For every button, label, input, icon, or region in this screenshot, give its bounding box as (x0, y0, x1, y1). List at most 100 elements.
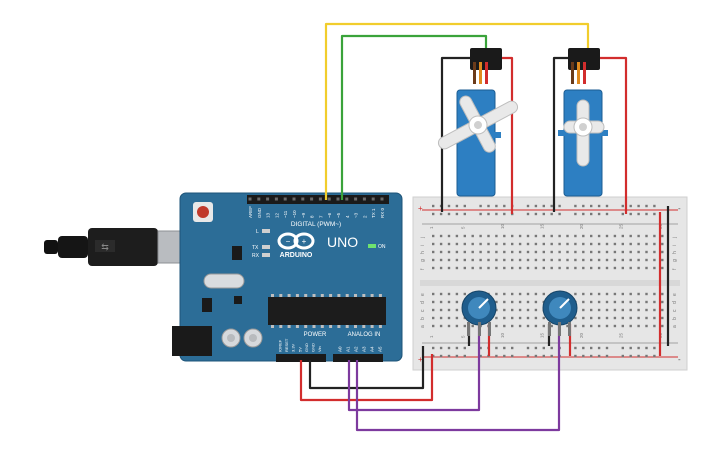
row-letter: c (420, 309, 426, 312)
digital-pin-label: 7 (318, 215, 323, 218)
power-pin-label: GND (311, 343, 316, 352)
digital-pin-label: ~6 (327, 212, 332, 218)
row-letter: d (420, 301, 426, 304)
atmega-chip (268, 297, 386, 325)
analog-header (333, 354, 383, 362)
digital-pin-label: ~11 (283, 210, 288, 218)
analog-pin-label: A0 (338, 346, 343, 352)
digital-pin-label: 13 (266, 212, 271, 218)
power-header (276, 354, 326, 362)
power-pin-label: GND (304, 343, 309, 352)
column-number: 1 (429, 226, 434, 229)
wire-red-servo-1 (498, 56, 514, 214)
digital-pin-label: 4 (345, 215, 350, 218)
analog-label: ANALOG IN (348, 332, 381, 338)
digital-pin-label: 8 (310, 215, 315, 218)
row-letter: e (672, 293, 678, 296)
l-label: L (256, 229, 259, 235)
uno-label: UNO (327, 234, 358, 250)
column-number: 25 (619, 332, 624, 338)
row-letter: i (672, 245, 678, 246)
digital-pin-label: 2 (362, 215, 367, 218)
servo-1-horn (437, 95, 519, 153)
digital-label: DIGITAL (PWM~) (291, 221, 341, 228)
digital-pin-label: ~9 (301, 212, 306, 218)
wire-green (340, 34, 488, 200)
wire-black-servo-1 (440, 56, 474, 212)
wire-black-gnd (308, 346, 425, 390)
row-letter: e (420, 293, 426, 296)
wire-purple-a0 (347, 324, 481, 412)
row-letter: b (672, 317, 678, 320)
power-pin-label: 3.3V (291, 343, 296, 352)
row-letter: c (672, 309, 678, 312)
row-letter: g (672, 259, 678, 262)
power-pin-label: Vin (317, 346, 322, 352)
row-letter: f (420, 268, 426, 270)
wire-red-5v (299, 354, 434, 402)
digital-pin-label: ~10 (292, 210, 297, 218)
analog-pin-label: A2 (354, 346, 359, 352)
potentiometer-2[interactable] (542, 290, 578, 336)
servo-2[interactable] (558, 48, 608, 197)
servo-1[interactable] (424, 48, 531, 197)
plus-label-top: + (418, 204, 423, 213)
svg-text:⇆: ⇆ (101, 242, 109, 252)
row-letter: a (420, 325, 426, 328)
row-letter: j (420, 237, 426, 239)
power-pin-label: RESET (284, 338, 289, 352)
row-letter: f (672, 268, 678, 270)
row-letter: g (420, 259, 426, 262)
analog-pin-label: A3 (362, 346, 367, 352)
column-number: 10 (500, 332, 505, 338)
svg-text:−: − (286, 237, 291, 246)
row-letter: d (672, 301, 678, 304)
tx-label: TX (252, 245, 259, 251)
column-number: 20 (579, 223, 584, 229)
digital-header (247, 195, 389, 204)
analog-pin-label: A1 (346, 346, 351, 352)
analog-pin-label: A5 (378, 346, 383, 352)
power-pin-label: 5V (297, 347, 302, 352)
digital-pin-label: TX 1 (371, 208, 376, 218)
arduino-logo: − + (277, 232, 315, 250)
row-letter: b (420, 317, 426, 320)
arduino-logo-text: ARDUINO (280, 252, 313, 259)
servo-2-horn (563, 99, 605, 167)
row-letter: h (672, 251, 678, 254)
minus-label-bottom: - (678, 355, 681, 364)
wire-yellow (324, 22, 590, 200)
wire-red-servo-2 (598, 56, 628, 214)
potentiometer-1[interactable] (461, 290, 497, 336)
column-number: 25 (619, 223, 624, 229)
digital-pin-label: ~5 (336, 212, 341, 218)
rx-label: RX (252, 253, 260, 259)
wire-purple-a1 (355, 324, 561, 432)
row-letter: i (420, 245, 426, 246)
column-number: 15 (540, 332, 545, 338)
column-number: 20 (579, 332, 584, 338)
digital-pin-label: AREF (248, 206, 253, 218)
column-number: 5 (461, 226, 466, 229)
digital-pin-label: ~3 (354, 212, 359, 218)
digital-pin-label: 12 (274, 212, 279, 218)
digital-pin-label: RX 0 (380, 207, 385, 218)
power-jack (172, 326, 212, 356)
power-label: POWER (304, 332, 327, 338)
analog-pin-label: A4 (370, 346, 375, 352)
column-number: 10 (500, 223, 505, 229)
column-number: 5 (461, 335, 466, 338)
row-letter: h (420, 251, 426, 254)
svg-text:+: + (302, 237, 307, 246)
minus-label-top: - (678, 204, 681, 213)
digital-pin-label: GND (257, 207, 262, 218)
row-letter: a (672, 325, 678, 328)
column-number: 1 (429, 335, 434, 338)
on-label: ON (378, 244, 386, 250)
row-letter: j (672, 237, 678, 239)
column-number: 15 (540, 223, 545, 229)
plus-label-bottom: + (418, 355, 423, 364)
